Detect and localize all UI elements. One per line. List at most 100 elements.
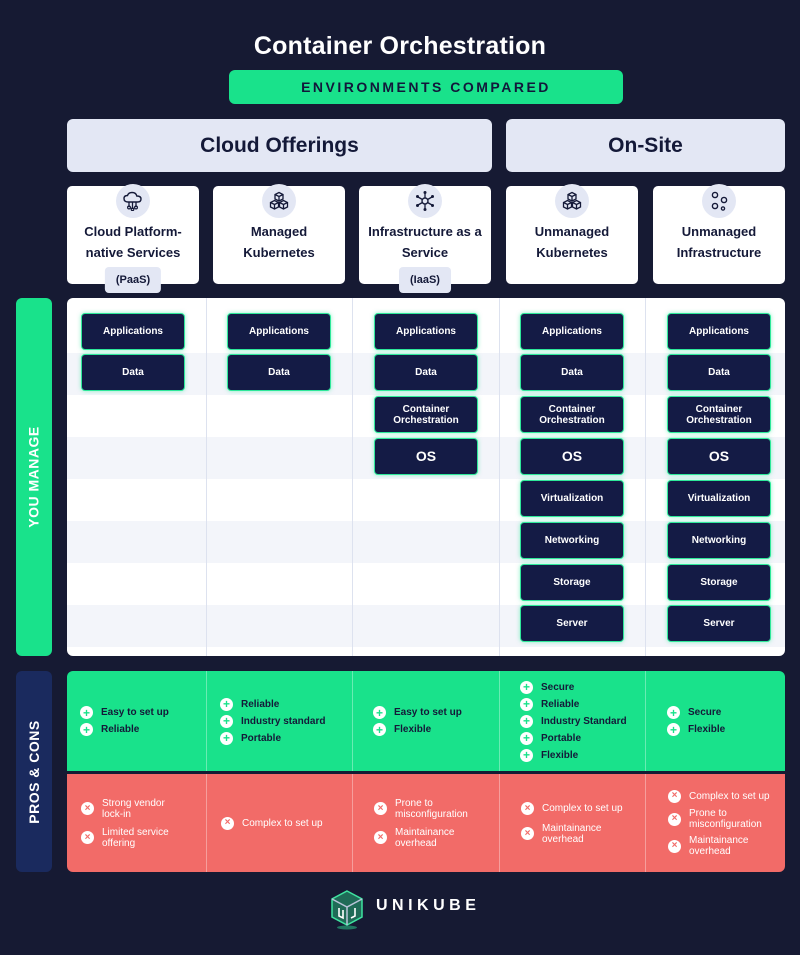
con-item: ×Prone to misconfiguration [374,798,506,820]
con-item: ×Strong vendor lock-in [81,798,203,820]
pro-item: +Flexible [373,723,506,737]
plus-icon: + [80,723,93,736]
column-divider [206,774,207,872]
row-stripe [67,521,785,563]
env-name: Infrastructure as a Service [368,224,482,260]
con-item: ×Complex to set up [668,789,785,803]
x-icon: × [521,827,534,840]
pro-item: +Reliable [80,723,213,737]
env-name: Unmanaged Kubernetes [534,224,610,260]
group-header-onsite: On-Site [506,119,785,172]
con-item: ×Maintainance overhead [374,827,506,849]
con-item: ×Maintainance overhead [668,835,785,857]
plus-icon: + [520,731,533,745]
cons-list: ×Complex to set up ×Maintainance overhea… [507,774,653,872]
pros-list: +Secure +Flexible [654,671,785,771]
unikube-logo-icon [329,888,365,930]
plus-icon: + [373,723,386,736]
layer-storage: Storage [667,564,771,601]
x-icon: × [668,812,681,826]
x-icon: × [668,789,681,803]
column-divider [499,774,500,872]
pro-item: +Flexible [667,723,785,737]
nodes-icon [702,184,736,218]
con-item: ×Limited service offering [81,827,203,849]
layer-networking: Networking [520,522,624,559]
pros-list: +Reliable +Industry standard +Portable [207,671,353,771]
x-icon: × [374,802,387,815]
layer-data: Data [667,354,771,391]
x-icon: × [81,802,94,815]
env-tag-iaas: (IaaS) [399,267,451,293]
layer-data: Data [81,354,185,391]
cubes-icon [262,184,296,218]
cloud-network-icon [116,184,150,218]
column-divider [645,298,646,656]
env-tag-paas: (PaaS) [104,267,162,293]
layer-os: OS [667,438,771,475]
layer-data: Data [520,354,624,391]
layer-applications: Applications [667,313,771,350]
plus-icon: + [80,706,93,719]
x-icon: × [221,816,234,830]
plus-icon: + [373,706,386,719]
pro-item: +Industry standard [220,714,353,728]
pro-item: +Portable [220,731,353,745]
plus-icon: + [520,748,533,762]
column-divider [206,671,207,771]
layer-storage: Storage [520,564,624,601]
x-icon: × [521,802,534,815]
pros-list: +Easy to set up +Reliable [67,671,213,771]
layer-server: Server [520,605,624,642]
cons-list: ×Prone to misconfiguration ×Maintainance… [360,774,506,872]
layer-applications: Applications [374,313,478,350]
plus-icon: + [220,731,233,745]
env-name: Cloud Platform-native Services [84,224,182,260]
env-card-managed-k8s: Managed Kubernetes [213,184,345,284]
layer-networking: Networking [667,522,771,559]
pros-list: +Secure +Reliable +Industry Standard +Po… [507,671,653,771]
pro-item: +Reliable [220,697,353,711]
brand-name: UNIKUBE [376,897,481,914]
con-item: ×Complex to set up [221,816,353,830]
row-stripe [67,605,785,647]
pro-item: +Portable [520,731,653,745]
pro-item: +Easy to set up [80,706,213,720]
column-divider [645,774,646,872]
plus-icon: + [220,714,233,728]
layer-os: OS [374,438,478,475]
con-item: ×Prone to misconfiguration [668,808,785,830]
env-name: Managed Kubernetes [243,224,315,260]
cons-list: ×Strong vendor lock-in ×Limited service … [67,774,203,872]
con-item: ×Maintainance overhead [521,823,653,845]
pro-item: +Flexible [520,748,653,762]
cons-panel: ×Strong vendor lock-in ×Limited service … [67,774,785,872]
pro-item: +Secure [520,680,653,694]
column-divider [352,298,353,656]
layer-applications: Applications [520,313,624,350]
column-divider [499,298,500,656]
plus-icon: + [520,697,533,711]
plus-icon: + [520,714,533,728]
pro-item: +Industry Standard [520,714,653,728]
plus-icon: + [667,723,680,736]
network-hub-icon [408,184,442,218]
layer-container-orchestration: Container Orchestration [520,396,624,433]
layer-server: Server [667,605,771,642]
plus-icon: + [667,706,680,719]
column-divider [206,298,207,656]
env-card-iaas: Infrastructure as a Service [359,184,491,284]
layer-container-orchestration: Container Orchestration [374,396,478,433]
column-divider [352,774,353,872]
pro-item: +Reliable [520,697,653,711]
layer-applications: Applications [81,313,185,350]
page-title: Container Orchestration [253,32,547,60]
layer-applications: Applications [227,313,331,350]
layer-virtualization: Virtualization [520,480,624,517]
subtitle-badge: ENVIRONMENTS COMPARED [229,70,623,104]
x-icon: × [374,831,387,844]
column-divider [499,671,500,771]
pro-item: +Easy to set up [373,706,506,720]
cubes-icon [555,184,589,218]
pros-list: +Easy to set up +Flexible [360,671,506,771]
